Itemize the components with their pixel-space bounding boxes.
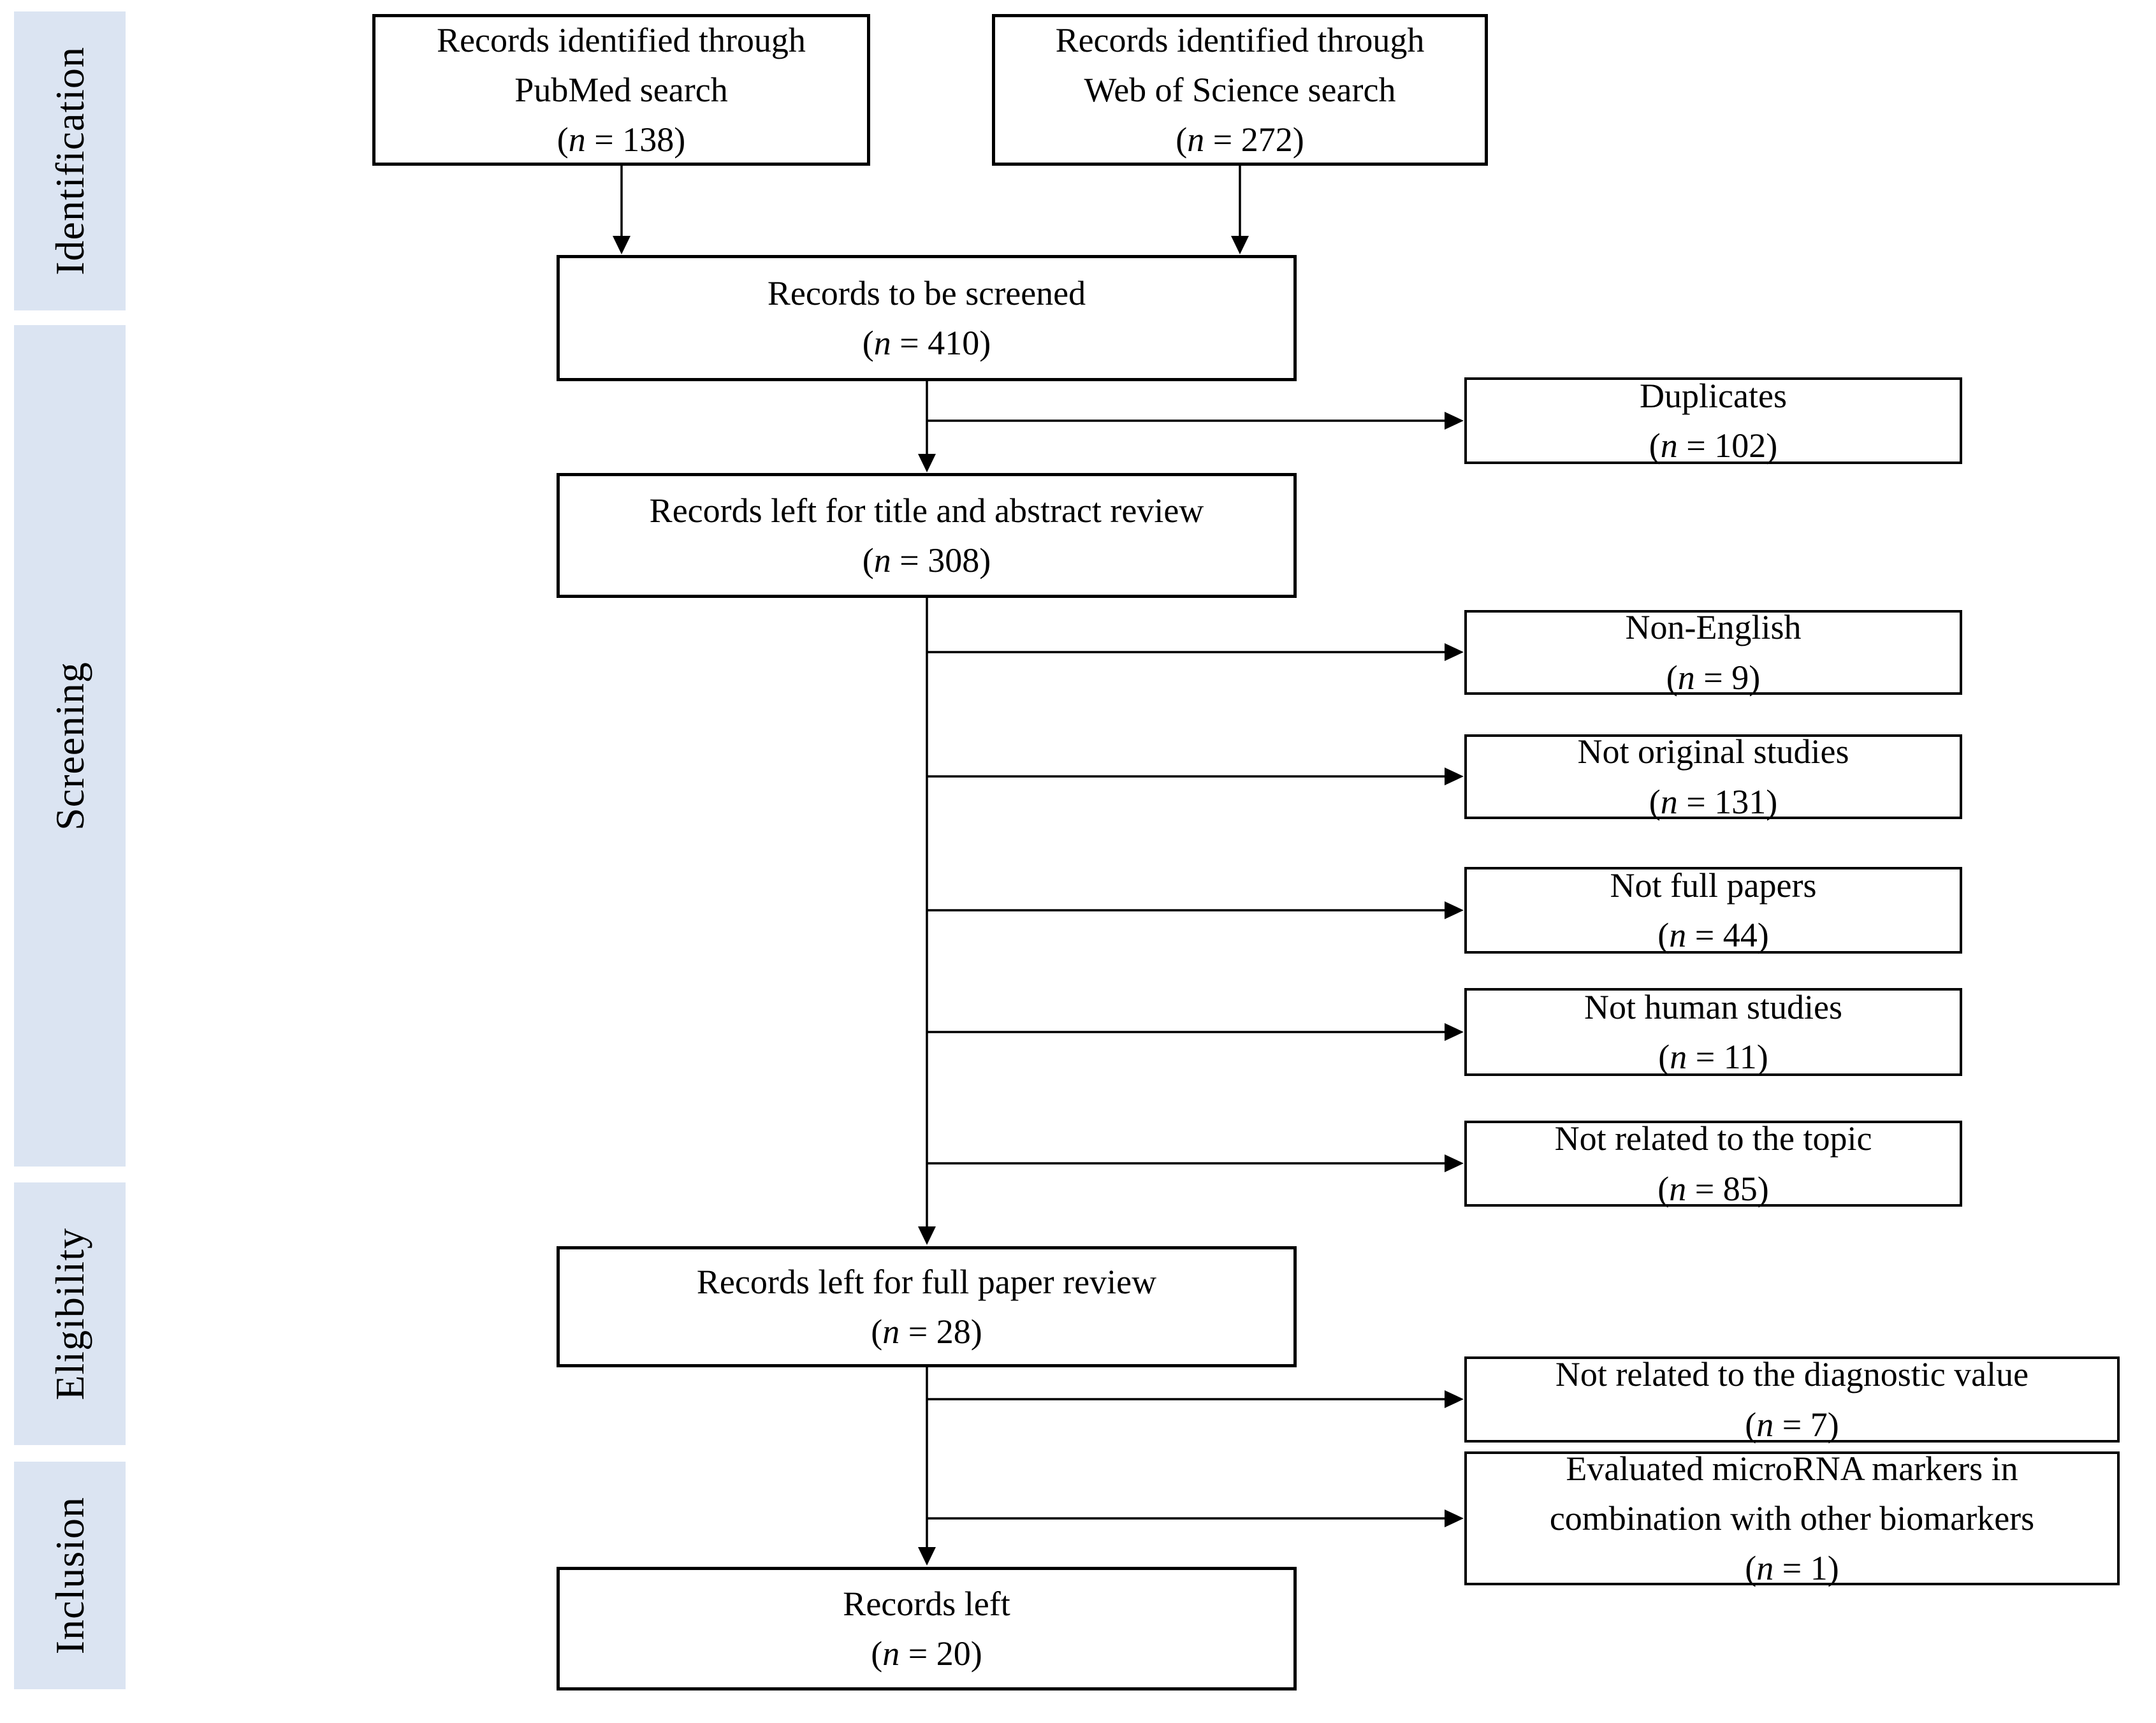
box-web-of-science-records: Records identified through Web of Scienc… xyxy=(992,14,1488,166)
box-label: Records left for full paper review xyxy=(696,1262,1157,1301)
stage-label-inclusion: Inclusion xyxy=(47,1496,92,1655)
box-label: Not original studies xyxy=(1577,732,1849,771)
stage-band-inclusion: Inclusion xyxy=(14,1462,126,1689)
box-label: Not human studies xyxy=(1584,987,1842,1026)
stage-band-eligibility: Eligibility xyxy=(14,1182,126,1445)
box-duplicates: Duplicates (n = 102) xyxy=(1464,377,1962,465)
box-pubmed-records: Records identified through PubMed search… xyxy=(372,14,870,166)
box-full-paper-review: Records left for full paper review (n = … xyxy=(557,1246,1297,1367)
box-not-human-studies: Not human studies (n = 11) xyxy=(1464,988,1962,1076)
box-count: (n = 7) xyxy=(1745,1405,1839,1444)
box-non-english: Non-English (n = 9) xyxy=(1464,608,1962,697)
arrow-branch-not-diagnostic xyxy=(927,1390,1464,1408)
arrow-branch-not-human xyxy=(927,1023,1464,1041)
stage-band-screening: Screening xyxy=(14,325,126,1167)
box-count: (n = 138) xyxy=(557,120,686,159)
box-not-related-topic: Not related to the topic (n = 85) xyxy=(1464,1119,1962,1208)
box-count: (n = 308) xyxy=(862,541,991,579)
box-records-left: Records left (n = 20) xyxy=(557,1567,1297,1690)
box-label: Records left for title and abstract revi… xyxy=(649,491,1204,530)
arrow-screened-to-title-abstract xyxy=(918,380,936,472)
stage-label-eligibility: Eligibility xyxy=(47,1227,92,1400)
box-combined-biomarkers: Evaluated microRNA markers in combinatio… xyxy=(1464,1450,2120,1587)
box-label: Records left xyxy=(843,1584,1010,1623)
arrow-branch-not-topic xyxy=(927,1154,1464,1172)
box-not-diagnostic-value: Not related to the diagnostic value (n =… xyxy=(1464,1355,2120,1444)
box-count: (n = 272) xyxy=(1176,120,1304,159)
arrow-branch-not-full xyxy=(927,901,1464,919)
arrow-wos-to-screened xyxy=(1231,164,1249,254)
stage-label-screening: Screening xyxy=(47,661,92,831)
arrow-branch-non-english xyxy=(927,643,1464,661)
box-count: (n = 85) xyxy=(1657,1169,1769,1208)
arrow-title-abstract-to-full-paper xyxy=(918,597,936,1245)
box-label: Not related to the topic xyxy=(1554,1119,1872,1158)
arrow-branch-combined-markers xyxy=(927,1509,1464,1527)
box-count: (n = 9) xyxy=(1666,658,1761,697)
box-label: Records to be screened xyxy=(767,273,1086,312)
box-not-original-studies: Not original studies (n = 131) xyxy=(1464,732,1962,821)
box-records-to-be-screened: Records to be screened (n = 410) xyxy=(557,255,1297,381)
arrow-branch-duplicates xyxy=(927,412,1464,430)
box-count: (n = 20) xyxy=(871,1634,982,1673)
box-count: (n = 44) xyxy=(1657,916,1769,954)
box-count: (n = 102) xyxy=(1649,426,1778,465)
box-label: Records identified through Web of Scienc… xyxy=(1055,20,1425,109)
box-label: Not related to the diagnostic value xyxy=(1555,1355,2029,1394)
box-count: (n = 131) xyxy=(1649,782,1778,821)
box-not-full-papers: Not full papers (n = 44) xyxy=(1464,866,1962,954)
box-label: Not full papers xyxy=(1610,866,1817,905)
box-label: Evaluated microRNA markers in combinatio… xyxy=(1549,1449,2035,1538)
box-count: (n = 1) xyxy=(1745,1549,1839,1588)
box-label: Non-English xyxy=(1625,608,1802,647)
box-count: (n = 410) xyxy=(862,324,991,362)
arrow-branch-not-original xyxy=(927,767,1464,785)
arrow-pubmed-to-screened xyxy=(613,164,630,254)
stage-band-identification: Identification xyxy=(14,11,126,310)
stage-label-identification: Identification xyxy=(47,47,92,275)
box-label: Duplicates xyxy=(1640,376,1787,415)
arrow-full-paper-to-records-left xyxy=(918,1366,936,1566)
box-count: (n = 11) xyxy=(1658,1038,1768,1076)
box-label: Records identified through PubMed search xyxy=(437,20,806,109)
box-title-abstract-review: Records left for title and abstract revi… xyxy=(557,473,1297,598)
box-count: (n = 28) xyxy=(871,1312,982,1351)
